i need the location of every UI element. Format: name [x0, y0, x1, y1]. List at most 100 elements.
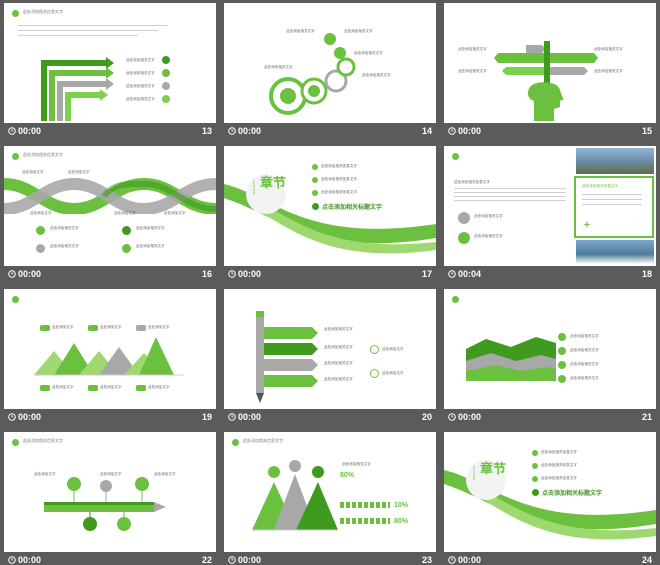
slide-number: 13	[201, 126, 212, 136]
leaf-logo-icon	[12, 153, 19, 160]
layered-area-graphic	[466, 337, 556, 381]
pencil-arrows-graphic	[256, 311, 318, 403]
clock-icon	[8, 127, 16, 135]
people-row-2	[340, 518, 390, 524]
chapter-item-1: 此处添加相关信息文字	[541, 450, 577, 454]
slide-duration: 00:00	[18, 126, 42, 136]
clock-icon	[448, 270, 456, 278]
slide-preview: 此处添加相关信息文字 此处添加文字 此处添加文字 此处添加文字 此处添加文字 此…	[4, 146, 216, 266]
wechat-icon	[458, 212, 470, 224]
slide-number: 19	[201, 412, 212, 422]
slide-thumbnail-15[interactable]: 此处添加相关文字 此处添加相关文字 此处添加相关文字 此处添加相关文字 00:0…	[444, 3, 656, 140]
photo-mountain	[576, 240, 654, 264]
slide-preview: 此处添加相关信息文字 此处添加相关文字 80% 10% 80%	[224, 432, 436, 552]
peak-chart-graphic	[34, 337, 184, 376]
slide-thumbnail-20[interactable]: 此处添加相关文字 此处添加相关文字 此处添加相关文字 此处添加相关文字 此处添加…	[224, 289, 436, 426]
slide-number: 17	[421, 269, 432, 279]
slide-thumbnail-14[interactable]: 此处添加相关文字 此处添加相关文字 此处添加相关文字 此处添加相关文字 此处添加…	[224, 3, 436, 140]
signpost-head-graphic	[494, 41, 598, 121]
ribbon-wave-graphic	[4, 177, 216, 214]
slide-number: 14	[421, 126, 432, 136]
leaf-logo-icon	[452, 153, 459, 160]
slide-title: 此处添加相关信息文字	[23, 438, 63, 443]
slide-thumbnail-23[interactable]: 此处添加相关信息文字 此处添加相关文字 80% 10% 80% 00:00 23	[224, 432, 436, 565]
slide-preview: 章节 CHAPTER 此处添加相关信息文字 此处添加相关信息文字 此处添加相关信…	[224, 146, 436, 266]
clock-icon	[8, 413, 16, 421]
slide-thumbnail-16[interactable]: 此处添加相关信息文字 此处添加文字 此处添加文字 此处添加文字 此处添加文字 此…	[4, 146, 216, 283]
timeline-pencil-graphic	[44, 477, 166, 531]
slide-title: 此处添加相关信息文字	[243, 438, 283, 443]
leaf-logo-icon	[12, 10, 19, 17]
chapter-item-1: 此处添加相关信息文字	[321, 164, 357, 168]
clock-icon	[228, 556, 236, 564]
slide-thumbnail-21[interactable]: 此处添加相关文字 此处添加相关文字 此处添加相关文字 此处添加相关文字 00:0…	[444, 289, 656, 426]
slide-thumbnail-13[interactable]: 此处添加相关信息文字 此处添加相关文字 此处添加相关文字 此处添加相关文字 此处…	[4, 3, 216, 140]
people-row-1	[340, 502, 390, 508]
slide-preview: 此处添加相关文字 此处添加相关文字 此处添加相关文字 此处添加相关文字	[444, 3, 656, 123]
slide-duration: 00:00	[238, 126, 262, 136]
chapter-label-en: CHAPTER	[252, 180, 256, 195]
stat-percent-2: 10%	[394, 502, 409, 509]
slide-thumbnail-24[interactable]: 章节 CHAPTER 此处添加相关信息文字 此处添加相关信息文字 此处添加相关信…	[444, 432, 656, 565]
stair-arrows-graphic	[41, 57, 114, 121]
slide-duration: 00:00	[238, 412, 262, 422]
chapter-label: 章节	[480, 461, 507, 476]
slide-number: 24	[641, 555, 652, 565]
clock-icon	[228, 270, 236, 278]
chapter-item-2: 此处添加相关信息文字	[541, 463, 577, 467]
stat-percent-3: 80%	[394, 518, 409, 525]
slide-preview: 章节 CHAPTER 此处添加相关信息文字 此处添加相关信息文字 此处添加相关信…	[444, 432, 656, 552]
slide-number: 21	[641, 412, 652, 422]
leaf-logo-icon	[12, 296, 19, 303]
slide-title: 此处添加相关信息文字	[23, 9, 63, 14]
slide-duration: 00:00	[18, 269, 42, 279]
clock-icon	[448, 127, 456, 135]
slide-thumbnail-17[interactable]: 章节 CHAPTER 此处添加相关信息文字 此处添加相关信息文字 此处添加相关信…	[224, 146, 436, 283]
clock-icon	[228, 413, 236, 421]
slide-duration: 00:00	[458, 555, 482, 565]
photo-railway	[576, 148, 654, 174]
chapter-item-3: 此处添加相关信息文字	[321, 190, 357, 194]
chapter-item-2: 此处添加相关信息文字	[321, 177, 357, 181]
slide-number: 15	[641, 126, 652, 136]
slide-thumbnail-19[interactable]: 此处添加文字 此处添加文字 此处添加文字 此处添加文字 此处添加文字 此处添加文…	[4, 289, 216, 426]
slide-preview: 此处添加相关信息文字 此处添加相关文字 此处添加相关文字 此处添加相关信息文字 …	[444, 146, 656, 266]
chapter-label: 章节	[260, 175, 287, 190]
plus-icon: +	[584, 220, 590, 231]
slide-number: 22	[201, 555, 212, 565]
weibo-icon	[458, 232, 470, 244]
slide-number: 23	[421, 555, 432, 565]
slide-duration: 00:00	[18, 555, 42, 565]
clock-icon	[448, 556, 456, 564]
slide-preview: 此处添加相关文字 此处添加相关文字 此处添加相关文字 此处添加相关文字	[444, 289, 656, 409]
leaf-logo-icon	[12, 439, 19, 446]
slide-preview: 此处添加相关信息文字 此处添加文字 此处添加文字 此处添加文字	[4, 432, 216, 552]
info-box-title: 此处添加相关信息文字	[582, 184, 618, 188]
info-box: 此处添加相关信息文字 +	[574, 176, 654, 238]
chapter-highlight-item: 点击添加相关标题文字	[542, 491, 603, 497]
chapter-item-3: 此处添加相关信息文字	[541, 476, 577, 480]
slide-number: 16	[201, 269, 212, 279]
clock-icon	[228, 127, 236, 135]
clock-icon	[8, 556, 16, 564]
clock-icon	[8, 270, 16, 278]
slide-duration: 00:00	[18, 412, 42, 422]
slide-duration: 00:00	[238, 269, 262, 279]
leaf-logo-icon	[232, 439, 239, 446]
slide-preview: 此处添加相关信息文字 此处添加相关文字 此处添加相关文字 此处添加相关文字 此处…	[4, 3, 216, 123]
slide-duration: 00:04	[458, 269, 482, 279]
slide-thumbnail-22[interactable]: 此处添加相关信息文字 此处添加文字 此处添加文字 此处添加文字 00:00 22	[4, 432, 216, 565]
slide-title: 此处添加相关信息文字	[23, 152, 63, 157]
slide-thumbnail-18[interactable]: 此处添加相关信息文字 此处添加相关文字 此处添加相关文字 此处添加相关信息文字 …	[444, 146, 656, 283]
slide-duration: 00:00	[458, 126, 482, 136]
peaks-pins-graphic	[252, 460, 338, 531]
circles-diagram	[269, 33, 356, 115]
slide-duration: 00:00	[458, 412, 482, 422]
chapter-highlight-item: 点击添加相关标题文字	[322, 205, 383, 211]
slide-number: 18	[641, 269, 652, 279]
slide-preview: 此处添加文字 此处添加文字 此处添加文字 此处添加文字 此处添加文字 此处添加文…	[4, 289, 216, 409]
stat-percent-1: 80%	[340, 472, 355, 479]
slide-duration: 00:00	[238, 555, 262, 565]
slide-subtitle: 此处添加相关信息文字	[454, 180, 490, 184]
chapter-label-en: CHAPTER	[472, 466, 476, 481]
